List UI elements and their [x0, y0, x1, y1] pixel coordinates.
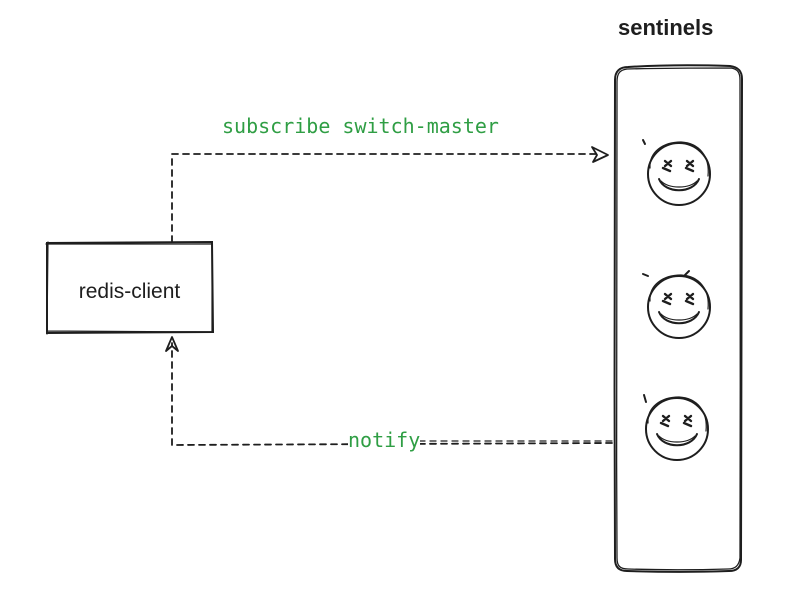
- sentinels-container: [613, 64, 744, 573]
- subscribe-arrow: [171, 146, 609, 243]
- notify-label: notify: [348, 428, 421, 452]
- redis-client-label: redis-client: [78, 280, 181, 303]
- subscribe-arrowhead: [591, 146, 609, 163]
- smiley-face-icon: [642, 270, 711, 339]
- smiley-face-icon: [643, 394, 709, 461]
- subscribe-label: subscribe switch-master: [222, 114, 499, 138]
- sentinels-title: sentinels: [618, 15, 714, 40]
- smiley-face-icon: [642, 139, 711, 206]
- redis-client-box: [45, 240, 215, 335]
- notify-arrow: [165, 336, 613, 446]
- notify-arrowhead: [165, 336, 179, 352]
